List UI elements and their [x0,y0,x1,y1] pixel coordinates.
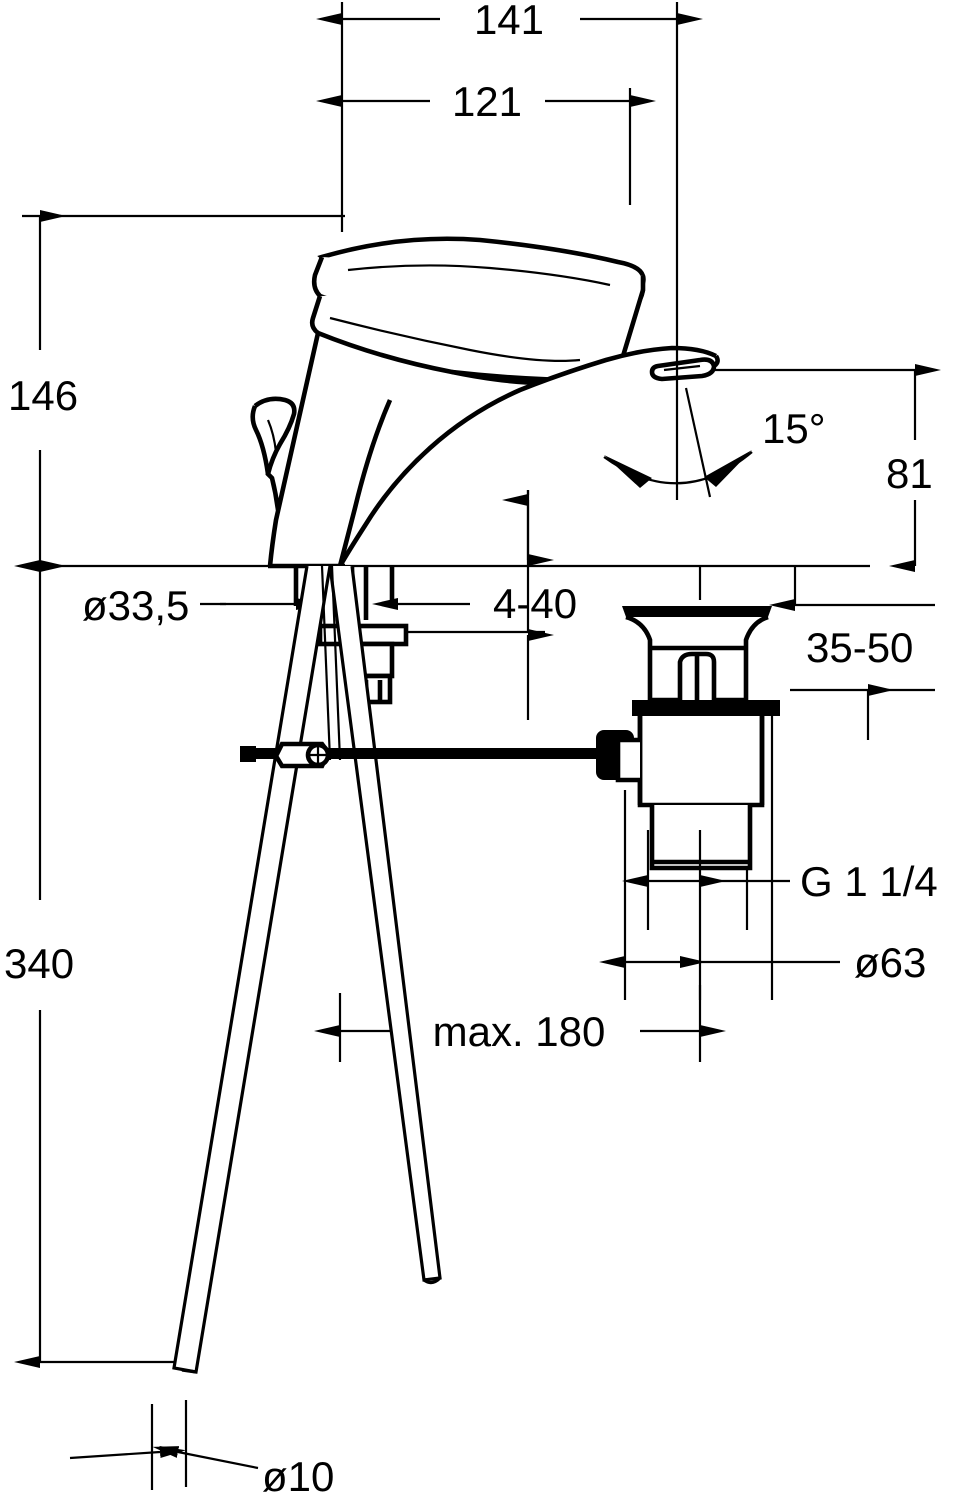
dimension-label-angle-15: 15° [762,405,826,452]
dimension-label-81: 81 [886,450,933,497]
mixer-body-trunk [267,332,393,567]
spout [338,345,720,568]
dimension-diameter-33-5: ø33,5 [82,582,470,629]
dimension-angle-15: 15° [603,380,826,500]
dimension-141: 141 [316,0,703,43]
dimension-4-40: 4-40 [405,490,577,720]
dimension-label-146: 146 [8,372,78,419]
dimension-81: 81 [886,364,941,572]
faucet-assembly [172,236,780,1374]
dimension-121: 121 [316,78,656,125]
dimension-340: 340 [4,560,74,1368]
popup-pull-rod [320,565,342,761]
dimension-146: 146 [8,210,78,572]
dimension-max-180: max. 180 [314,985,726,1062]
dimension-35-50: 35-50 [769,566,913,740]
dimension-label-340: 340 [4,940,74,987]
dimension-label-141: 141 [474,0,544,43]
dimension-diameter-63: ø63 [599,700,926,1000]
popup-lever-knob [250,396,297,511]
dimension-label-max-180: max. 180 [433,1008,606,1055]
dimension-label-diameter-10: ø10 [262,1453,334,1500]
dimension-label-35-50: 35-50 [806,624,913,671]
dimension-label-4-40: 4-40 [493,580,577,627]
popup-waste-assembly [615,606,780,871]
dimension-thread-g114: G 1 1/4 [622,830,938,930]
extension-lines [22,2,935,1364]
dimension-label-diameter-63: ø63 [854,939,926,986]
construction-lines [675,350,702,1000]
dimension-label-121: 121 [452,78,522,125]
dimension-diameter-10: ø10 [69,1400,334,1500]
dimension-label-diameter-33-5: ø33,5 [82,582,189,629]
dimension-label-thread-g114: G 1 1/4 [800,858,938,905]
